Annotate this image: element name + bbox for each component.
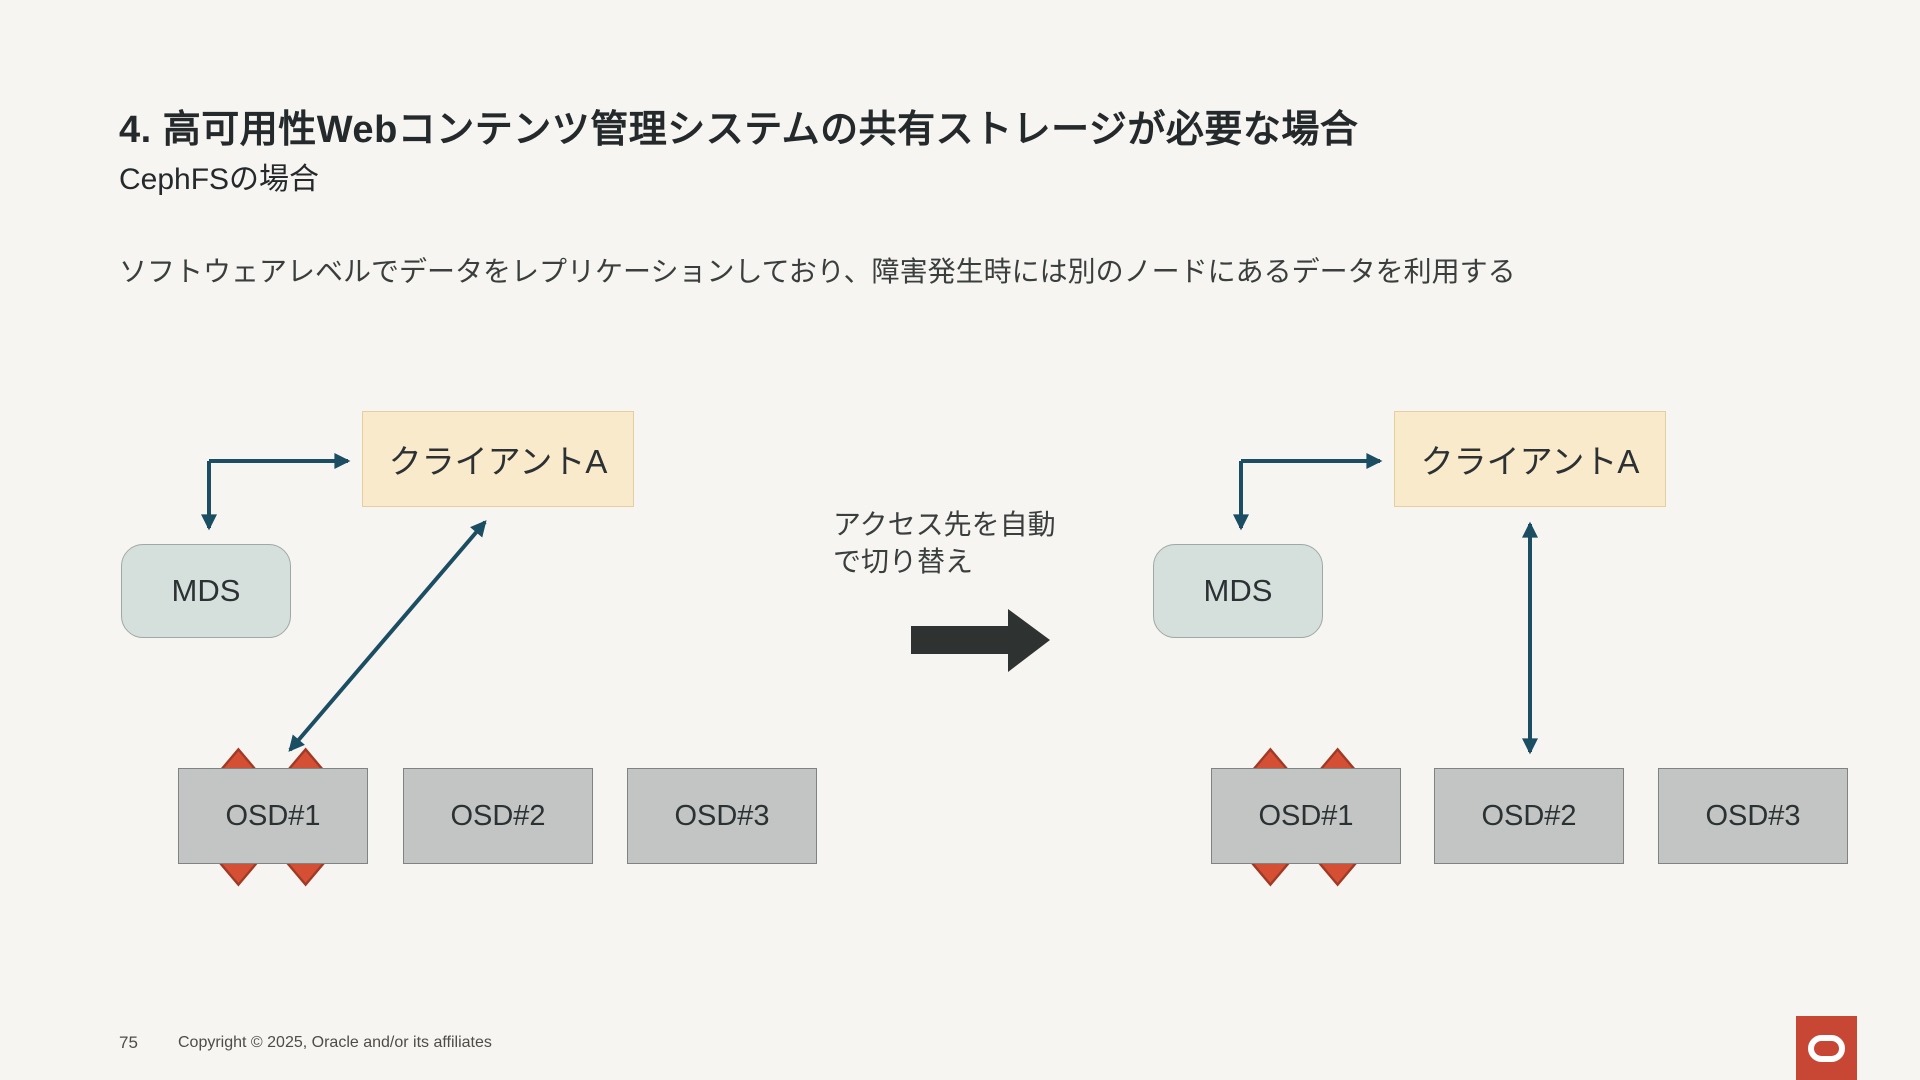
right-osd1-node: OSD#1 bbox=[1211, 768, 1401, 864]
left-osd3-node: OSD#3 bbox=[627, 768, 817, 864]
oracle-o-icon bbox=[1808, 1034, 1845, 1062]
copyright-text: Copyright © 2025, Oracle and/or its affi… bbox=[178, 1034, 492, 1051]
right-mds-node: MDS bbox=[1153, 544, 1323, 638]
left-client-osd1-arrow bbox=[288, 520, 487, 752]
transition-arrow bbox=[911, 609, 1050, 672]
left-client-node: クライアントA bbox=[362, 411, 634, 507]
transition-label-line2: で切り替え bbox=[833, 546, 974, 577]
page-subtitle: CephFSの場合 bbox=[119, 163, 320, 196]
transition-label-line1: アクセス先を自動 bbox=[833, 509, 1056, 540]
right-osd2-node: OSD#2 bbox=[1434, 768, 1624, 864]
oracle-logo bbox=[1796, 1016, 1857, 1080]
right-client-node: クライアントA bbox=[1394, 411, 1666, 507]
left-osd2-node: OSD#2 bbox=[403, 768, 593, 864]
right-osd3-node: OSD#3 bbox=[1658, 768, 1848, 864]
left-osd1-node: OSD#1 bbox=[178, 768, 368, 864]
description-text: ソフトウェアレベルでデータをレプリケーションしており、障害発生時には別のノードに… bbox=[119, 256, 1516, 287]
right-mds-client-connector bbox=[1233, 453, 1383, 531]
transition-label: アクセス先を自動 で切り替え bbox=[833, 506, 1123, 580]
page-title: 4. 高可用性Webコンテンツ管理システムの共有ストレージが必要な場合 bbox=[119, 109, 1359, 151]
left-mds-client-connector bbox=[201, 453, 351, 531]
left-mds-node: MDS bbox=[121, 544, 291, 638]
page-number: 75 bbox=[119, 1033, 138, 1052]
